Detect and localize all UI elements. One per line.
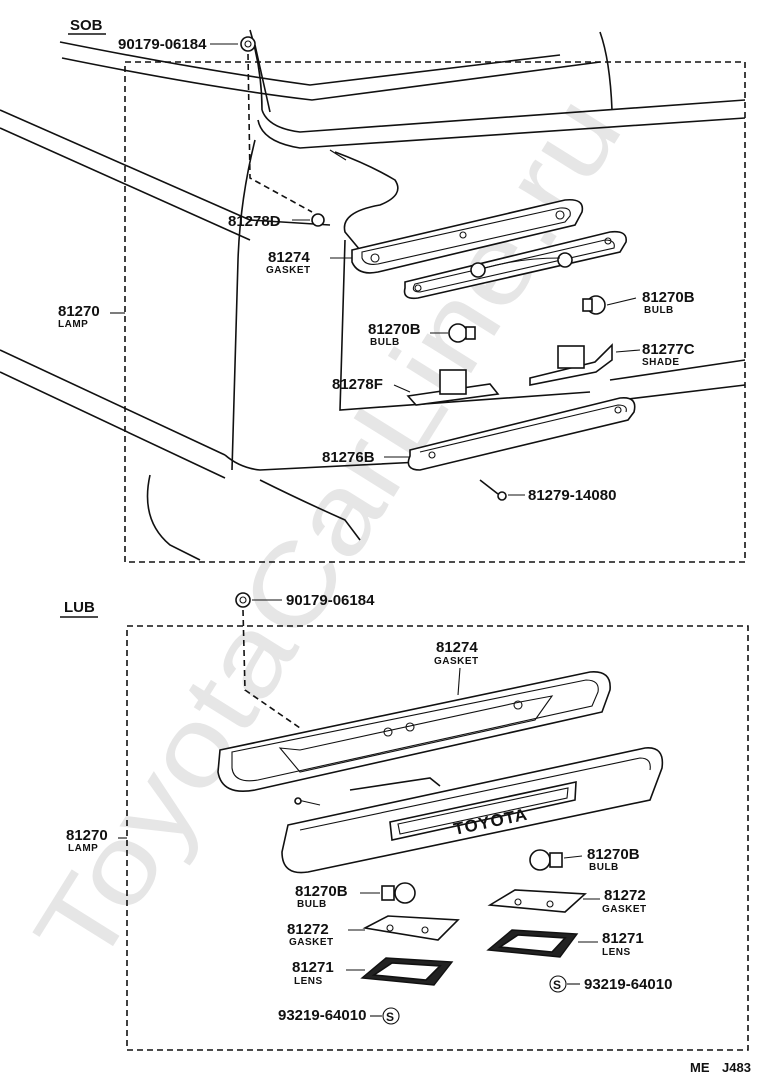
section-label-sob: SOB — [70, 17, 103, 34]
lub-lamp-boundary — [126, 625, 749, 1051]
lub-bulb-right-desc: BULB — [589, 862, 619, 873]
sob-lamp-desc: LAMP — [58, 319, 88, 330]
sob-clip — [311, 213, 325, 227]
section-label-lub: LUB — [64, 599, 95, 616]
sob-bulb-right-desc: BULB — [644, 305, 674, 316]
lub-screw-left-label: 93219-64010 — [278, 1007, 366, 1024]
lub-bulb-left — [381, 882, 416, 904]
lub-lens-right-desc: LENS — [602, 947, 631, 958]
lub-bulb-right-number: 81270B — [587, 846, 640, 863]
sob-bulb-left-desc: BULB — [370, 337, 400, 348]
lub-gasket-left-number: 81272 — [287, 921, 329, 938]
lub-lens-left-number: 81271 — [292, 959, 334, 976]
svg-text:S: S — [553, 978, 561, 992]
sob-shade-desc: SHADE — [642, 357, 680, 368]
sob-bulb-right-leader — [606, 297, 637, 306]
sob-bulb-right-number: 81270B — [642, 289, 695, 306]
lub-screw-left-symbol: S — [382, 1007, 400, 1025]
lub-lens-right-number: 81271 — [602, 930, 644, 947]
lub-gasket-number: 81274 — [436, 639, 478, 656]
sob-lamp-number: 81270 — [58, 303, 100, 320]
footer-code-left: ME — [690, 1060, 710, 1075]
sob-bulb-left-number: 81270B — [368, 321, 421, 338]
sob-lens-label: 81276B — [322, 449, 375, 466]
lub-gasket-leader — [457, 667, 461, 696]
lub-screw-right-symbol: S — [549, 975, 567, 993]
sob-screw — [479, 479, 507, 501]
lub-nut — [235, 592, 251, 608]
sob-gasket — [351, 198, 584, 274]
svg-text:S: S — [386, 1010, 394, 1024]
lub-lens-left-desc: LENS — [294, 976, 323, 987]
lub-lamp-body — [281, 747, 664, 874]
lub-bulb-right-leader — [563, 855, 583, 859]
sob-lamp-housing — [403, 230, 627, 300]
lub-gasket-right — [487, 889, 587, 913]
lub-bulb-right — [529, 849, 563, 871]
sob-bulb-right — [582, 295, 606, 315]
lub-gasket — [217, 671, 611, 792]
sob-bracket-label: 81278F — [332, 376, 383, 393]
lub-lamp-desc: LAMP — [68, 843, 98, 854]
sob-bracket — [406, 369, 500, 406]
lub-lens-right — [486, 929, 579, 958]
sob-bracket-leader — [393, 384, 411, 393]
lub-nut-label: 90179-06184 — [286, 592, 375, 609]
lub-gasket-left — [362, 915, 460, 941]
lub-gasket-left-desc: GASKET — [289, 937, 334, 948]
sob-screw-label: 81279-14080 — [528, 487, 616, 504]
sob-shade-leader — [615, 349, 641, 353]
lub-gasket-desc: GASKET — [434, 656, 479, 667]
lub-bulb-left-number: 81270B — [295, 883, 348, 900]
sob-shade — [529, 343, 613, 386]
sob-gasket-desc: GASKET — [266, 265, 311, 276]
sob-shade-number: 81277C — [642, 341, 695, 358]
lub-gasket-right-desc: GASKET — [602, 904, 647, 915]
sob-nut — [240, 36, 256, 52]
lub-lamp-number: 81270 — [66, 827, 108, 844]
sob-lamp-boundary — [124, 61, 746, 563]
lub-gasket-right-number: 81272 — [604, 887, 646, 904]
footer-code-right: J483 — [722, 1060, 751, 1075]
sob-nut-dash-line — [247, 53, 313, 213]
sob-lens — [407, 396, 636, 471]
sob-nut-label: 90179-06184 — [118, 36, 207, 53]
lub-nut-dash-line — [242, 609, 301, 729]
sob-gasket-number: 81274 — [268, 249, 310, 266]
sob-bulb-left — [448, 323, 476, 343]
lub-lens-left — [360, 957, 454, 986]
sob-clip-label: 81278D — [228, 213, 281, 230]
lub-screw-right-label: 93219-64010 — [584, 976, 672, 993]
sob-wire-harness — [329, 149, 399, 251]
lub-bulb-left-desc: BULB — [297, 899, 327, 910]
